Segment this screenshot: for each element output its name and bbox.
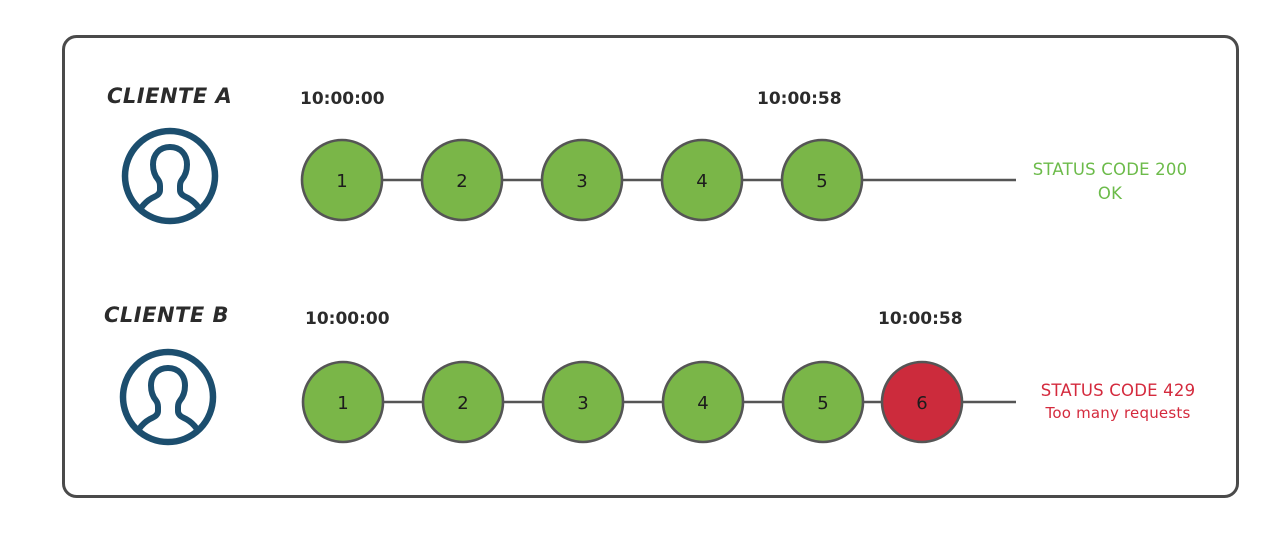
request-node[interactable]: 2	[421, 360, 505, 444]
request-node[interactable]: 3	[540, 138, 624, 222]
diagram-frame	[62, 35, 1239, 498]
request-node-number: 5	[816, 171, 827, 192]
request-node-number: 4	[696, 171, 707, 192]
request-node-number: 3	[577, 393, 588, 414]
row-b-status-message: Too many requests	[1045, 404, 1191, 422]
request-node[interactable]: 4	[661, 360, 745, 444]
row-a-nodes: 1 2 3 4 5	[300, 138, 864, 222]
request-node-number: 1	[337, 393, 348, 414]
request-node[interactable]: 1	[301, 360, 385, 444]
client-row-a: CLIENTE A 10:00:00 10:00:58	[107, 84, 1188, 225]
client-a-label: CLIENTE A	[107, 84, 232, 108]
request-node-number: 3	[576, 171, 587, 192]
request-node[interactable]: 3	[541, 360, 625, 444]
row-a-status-code: STATUS CODE 200	[1033, 160, 1188, 179]
request-node-rejected[interactable]: 6	[880, 360, 964, 444]
client-row-b: CLIENTE B 10:00:00 10:00:58	[104, 303, 1196, 446]
request-node[interactable]: 2	[420, 138, 504, 222]
request-node-number: 2	[457, 393, 468, 414]
row-b-time-end: 10:00:58	[878, 309, 963, 329]
user-avatar-icon	[119, 348, 217, 446]
row-b-time-start: 10:00:00	[305, 309, 390, 329]
request-node-number: 5	[817, 393, 828, 414]
request-node[interactable]: 1	[300, 138, 384, 222]
client-b-label: CLIENTE B	[104, 303, 229, 327]
request-node-number: 1	[336, 171, 347, 192]
row-a-status-message: OK	[1098, 184, 1123, 203]
request-node-number: 6	[916, 393, 927, 414]
request-node[interactable]: 4	[660, 138, 744, 222]
row-a-time-end: 10:00:58	[757, 89, 842, 109]
request-node[interactable]: 5	[781, 360, 865, 444]
request-node-number: 2	[456, 171, 467, 192]
request-node-number: 4	[697, 393, 708, 414]
row-a-time-start: 10:00:00	[300, 89, 385, 109]
row-b-nodes: 1 2 3 4 5	[301, 360, 964, 444]
row-b-status-code: STATUS CODE 429	[1041, 381, 1196, 400]
user-avatar-icon	[121, 127, 219, 225]
request-node[interactable]: 5	[780, 138, 864, 222]
